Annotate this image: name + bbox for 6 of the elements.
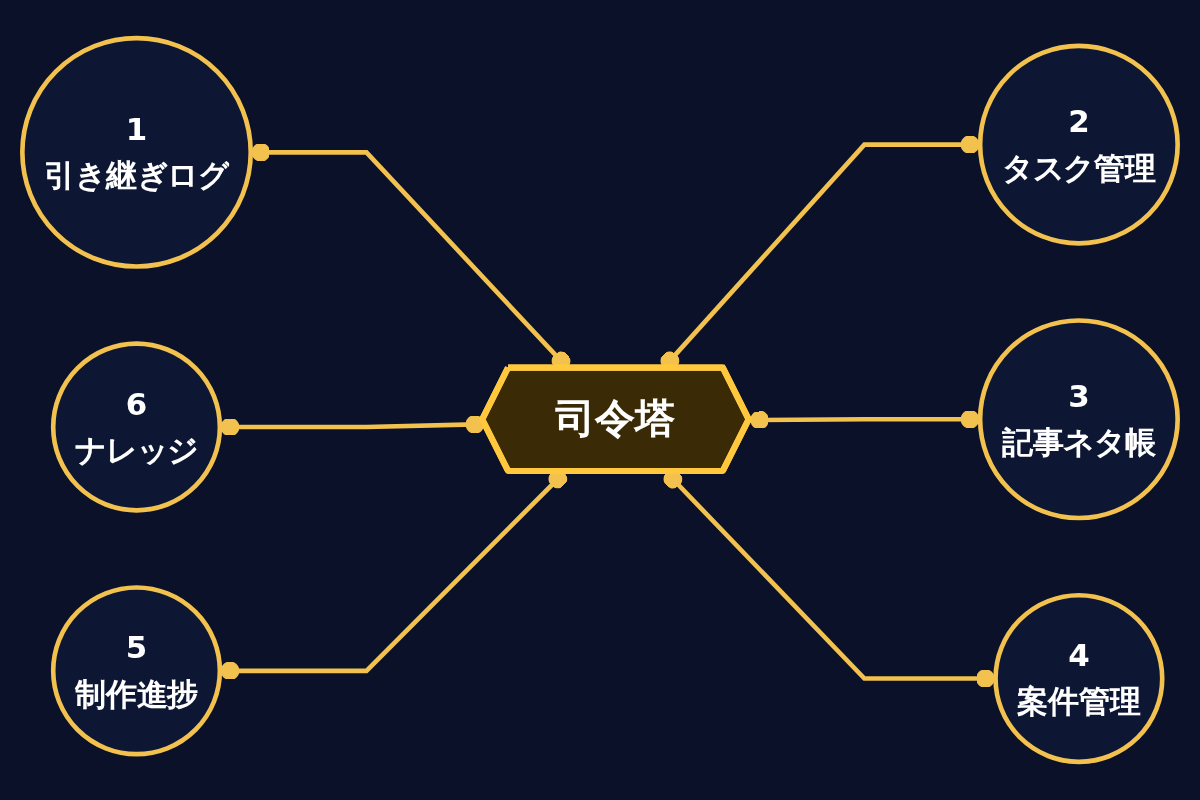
node-circle: 2 タスク管理: [977, 43, 1180, 246]
node-circle: 6 ナレッジ: [50, 341, 223, 513]
node-circle: 3 記事ネタ帳: [977, 318, 1180, 521]
node-circle: 5 制作進捗: [50, 585, 223, 757]
node-circle: 1 引き継ぎログ: [20, 35, 254, 269]
node-circle: 4 案件管理: [993, 592, 1165, 765]
